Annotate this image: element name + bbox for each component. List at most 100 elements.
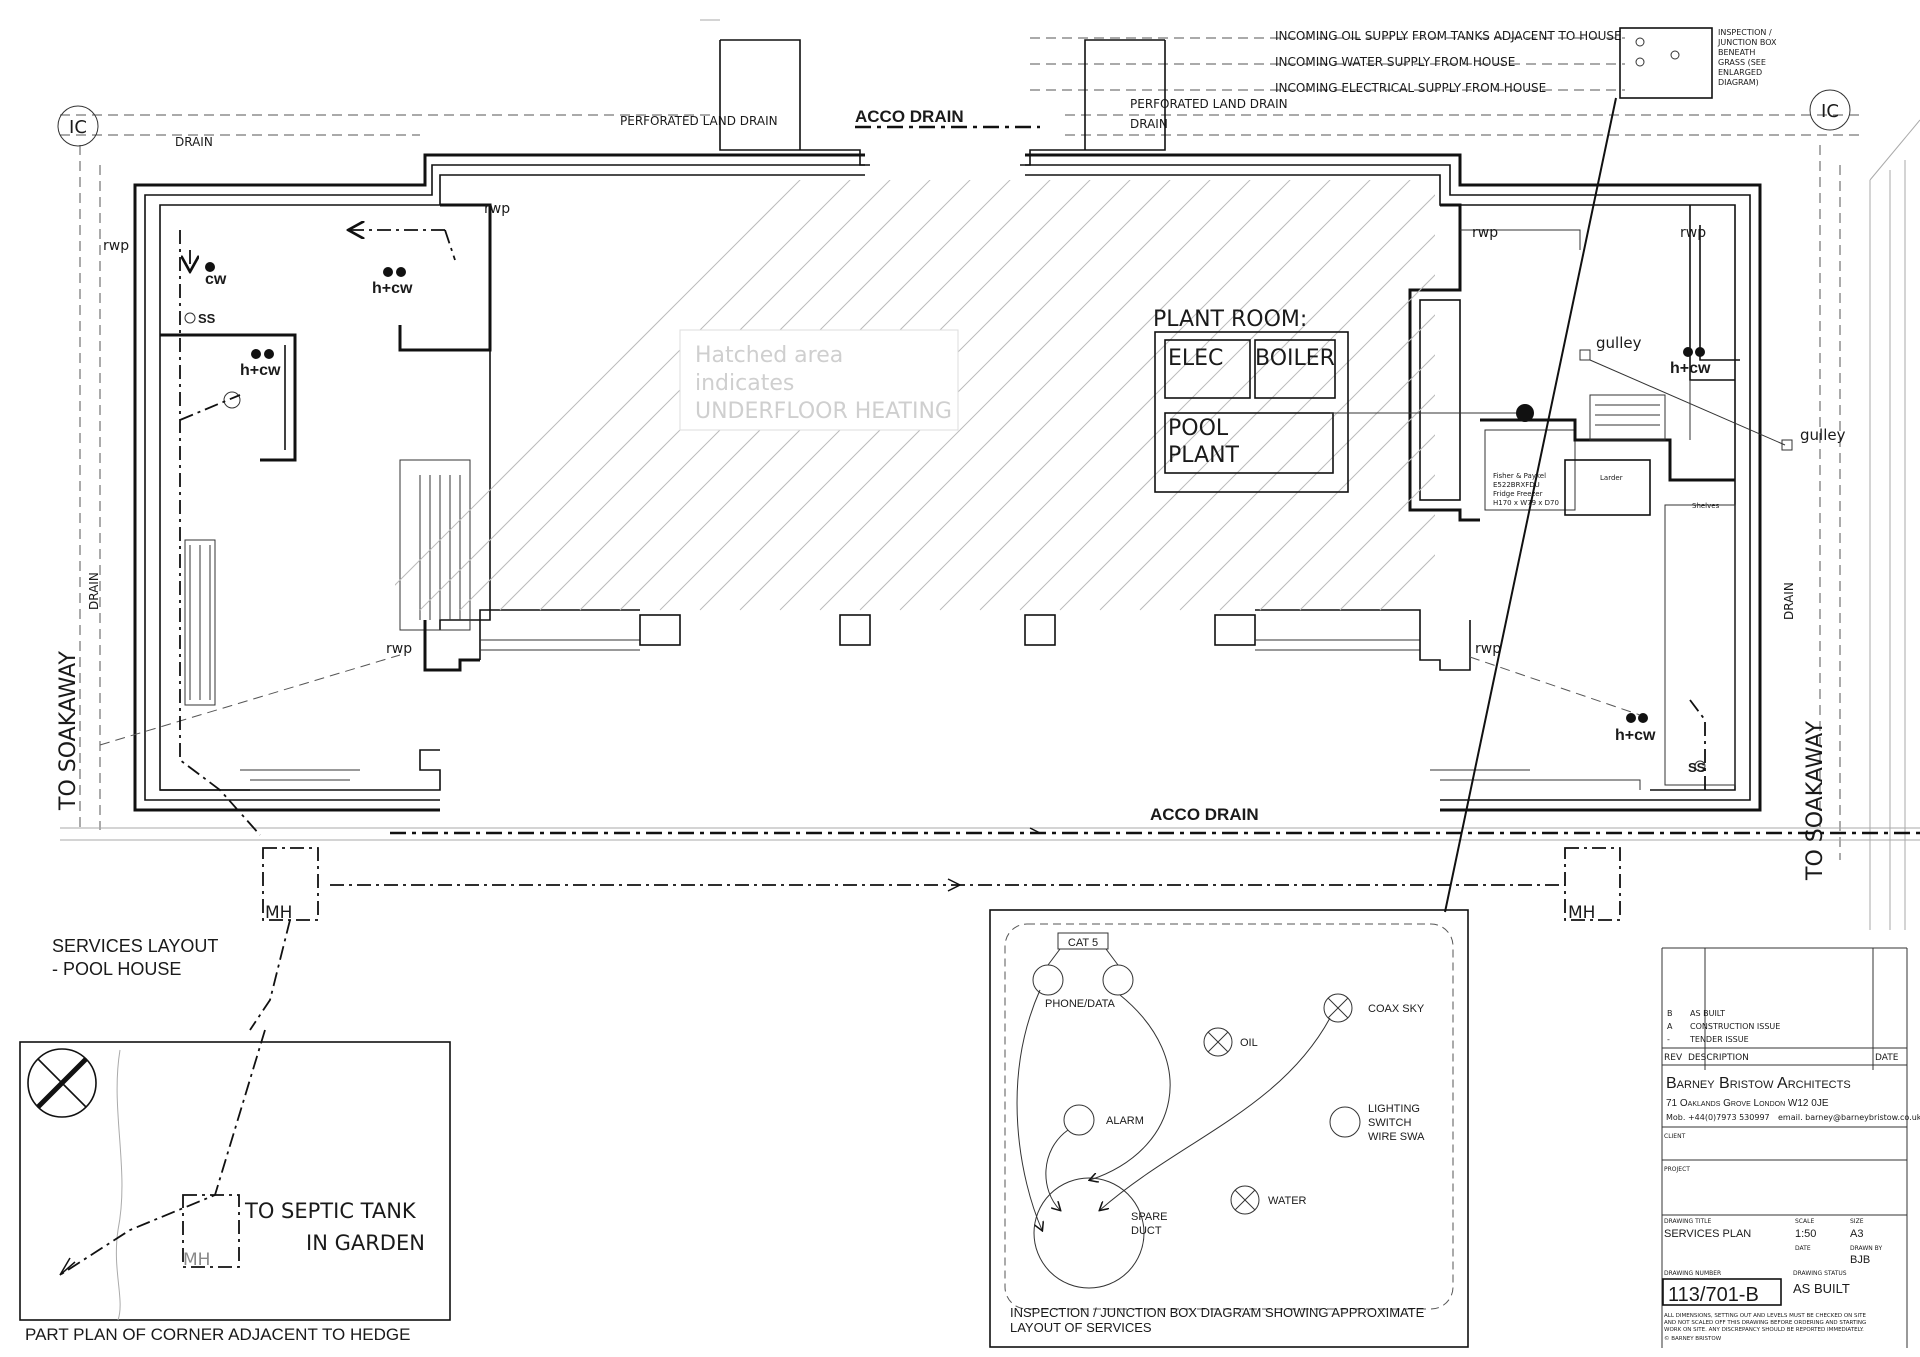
svg-text:A: A xyxy=(1667,1022,1673,1031)
svg-text:DRAWING TITLE: DRAWING TITLE xyxy=(1664,1218,1712,1225)
perforated-drain-label-left: PERFORATED LAND DRAIN xyxy=(620,114,778,128)
electric-supply-note: INCOMING ELECTRICAL SUPPLY FROM HOUSE xyxy=(1275,81,1546,95)
acco-drain-label-top: ACCO DRAIN xyxy=(855,107,964,126)
svg-text:PLANT ROOM:: PLANT ROOM: xyxy=(1153,307,1307,332)
services-layout-title-1: SERVICES LAYOUT xyxy=(52,936,218,956)
svg-text:INSPECTION / JUNCTION BOX DIAG: INSPECTION / JUNCTION BOX DIAGRAM SHOWIN… xyxy=(1010,1305,1425,1320)
gulleys: gulley gulley xyxy=(1579,334,1846,451)
drain-label-top-right: DRAIN xyxy=(1130,117,1168,131)
plant-room: PLANT ROOM: ELEC BOILER POOL PLANT xyxy=(1153,307,1534,493)
svg-text:SCALE: SCALE xyxy=(1795,1218,1814,1225)
svg-text:COAX SKY: COAX SKY xyxy=(1368,1003,1425,1015)
perforated-drain-label-right: PERFORATED LAND DRAIN xyxy=(1130,97,1288,111)
svg-text:DUCT: DUCT xyxy=(1131,1225,1162,1237)
svg-text:ENLARGED: ENLARGED xyxy=(1718,68,1762,77)
svg-text:DESCRIPTION: DESCRIPTION xyxy=(1688,1053,1749,1063)
svg-text:DRAWN BY: DRAWN BY xyxy=(1850,1245,1882,1252)
svg-text:DIAGRAM): DIAGRAM) xyxy=(1718,78,1759,87)
to-soakaway-left: TO SOAKAWAY xyxy=(56,651,81,811)
svg-text:PHONE/DATA: PHONE/DATA xyxy=(1045,998,1116,1010)
drain-label-right: DRAIN xyxy=(1782,582,1796,620)
svg-text:ACCO DRAIN: ACCO DRAIN xyxy=(1150,805,1259,824)
svg-text:MH: MH xyxy=(265,903,292,923)
svg-text:h+cw: h+cw xyxy=(240,362,281,379)
svg-text:CONSTRUCTION ISSUE: CONSTRUCTION ISSUE xyxy=(1690,1022,1780,1031)
svg-text:BJB: BJB xyxy=(1850,1254,1870,1266)
svg-text:WATER: WATER xyxy=(1268,1195,1307,1207)
svg-text:WORK ON SITE. ANY DISCREPANCY: WORK ON SITE. ANY DISCREPANCY SHOULD BE … xyxy=(1664,1327,1864,1333)
svg-text:Fridge Freezer: Fridge Freezer xyxy=(1493,490,1543,498)
svg-text:BOILER: BOILER xyxy=(1255,346,1335,371)
svg-text:A3: A3 xyxy=(1850,1228,1863,1240)
services-layout-title-2: - POOL HOUSE xyxy=(52,959,181,979)
svg-text:SS: SS xyxy=(198,311,216,326)
svg-text:BENEATH: BENEATH xyxy=(1718,48,1755,57)
svg-text:E522BRXFDU: E522BRXFDU xyxy=(1493,481,1540,489)
svg-text:MH: MH xyxy=(1568,903,1595,923)
svg-text:cw: cw xyxy=(205,271,227,288)
drain-label-top-left: DRAIN xyxy=(175,135,213,149)
svg-text:AS BUILT: AS BUILT xyxy=(1793,1281,1850,1296)
svg-text:Shelves: Shelves xyxy=(1692,502,1720,510)
svg-text:Fisher & Paykel: Fisher & Paykel xyxy=(1493,472,1546,480)
svg-text:B: B xyxy=(1667,1009,1673,1018)
svg-text:IC: IC xyxy=(69,117,87,138)
svg-text:OIL: OIL xyxy=(1240,1037,1258,1049)
svg-text:DRAWING STATUS: DRAWING STATUS xyxy=(1793,1270,1847,1277)
svg-text:gulley: gulley xyxy=(1596,334,1642,352)
svg-text:AND NOT SCALED OFF THIS DRAWIN: AND NOT SCALED OFF THIS DRAWING BEFORE O… xyxy=(1664,1320,1866,1326)
services-labels: cw h+cw h+cw h+cw h+cw SS SS xyxy=(184,262,1711,775)
svg-text:rwp: rwp xyxy=(1472,225,1498,241)
svg-text:WIRE SWA: WIRE SWA xyxy=(1368,1131,1425,1143)
acco-drain-bottom: ACCO DRAIN xyxy=(390,805,1920,835)
svg-text:71 Oaklands Grove London W12: 71 Oaklands Grove London W12 0JE xyxy=(1666,1098,1829,1109)
svg-text:rwp: rwp xyxy=(1680,225,1706,241)
svg-text:TO SEPTIC TANK: TO SEPTIC TANK xyxy=(244,1199,417,1223)
svg-text:113/701-B: 113/701-B xyxy=(1668,1284,1759,1306)
svg-text:DRAWING NUMBER: DRAWING NUMBER xyxy=(1664,1270,1721,1277)
water-supply-note: INCOMING WATER SUPPLY FROM HOUSE xyxy=(1275,55,1515,69)
svg-text:rwp: rwp xyxy=(386,641,412,657)
svg-text:Mob. +44(0)7973 530997: Mob. +44(0)7973 530997 xyxy=(1666,1113,1770,1122)
callout-leader xyxy=(1444,97,1617,913)
inspection-box-marker: INSPECTION / JUNCTION BOX BENEATH GRASS … xyxy=(1619,27,1777,99)
svg-text:Barney Bristow Architects: Barney Bristow Architects xyxy=(1666,1075,1851,1092)
part-plan-title: PART PLAN OF CORNER ADJACENT TO HEDGE xyxy=(25,1325,410,1344)
top-entrance-piers xyxy=(719,39,1166,166)
svg-text:SS: SS xyxy=(1688,760,1706,775)
foul-drainage-runs xyxy=(179,230,1706,836)
manhole-right: MH xyxy=(1564,847,1621,923)
svg-text:GRASS (SEE: GRASS (SEE xyxy=(1718,58,1766,67)
svg-text:h+cw: h+cw xyxy=(372,280,413,297)
inspection-chamber-left: IC xyxy=(57,105,99,147)
svg-text:rwp: rwp xyxy=(103,238,129,254)
svg-text:JUNCTION BOX: JUNCTION BOX xyxy=(1717,38,1777,47)
svg-text:POOL: POOL xyxy=(1168,416,1229,441)
svg-text:ALL DIMENSIONS, SETTING OUT AN: ALL DIMENSIONS, SETTING OUT AND LEVELS M… xyxy=(1664,1313,1867,1319)
svg-text:SIZE: SIZE xyxy=(1850,1218,1864,1225)
svg-text:AS BUILT: AS BUILT xyxy=(1690,1009,1725,1018)
building-walls xyxy=(133,153,1762,812)
site-context-lines xyxy=(60,19,1920,930)
hatch-note: Hatched area indicates UNDERFLOOR HEATIN… xyxy=(679,329,959,431)
svg-text:indicates: indicates xyxy=(695,371,794,396)
svg-text:PROJECT: PROJECT xyxy=(1664,1166,1690,1173)
svg-text:© BARNEY BRISTOW: © BARNEY BRISTOW xyxy=(1664,1335,1722,1342)
svg-text:SPARE: SPARE xyxy=(1131,1211,1167,1223)
svg-text:1:50: 1:50 xyxy=(1795,1228,1816,1240)
junction-box-diagram: CAT 5 PHONE/DATA OIL COAX SKY ALARM LIGH… xyxy=(989,909,1469,1348)
svg-text:h+cw: h+cw xyxy=(1615,727,1656,744)
to-soakaway-right: TO SOAKAWAY xyxy=(1803,721,1828,881)
drain-to-manholes xyxy=(330,878,1565,892)
drain-label-left: DRAIN xyxy=(87,572,101,610)
svg-text:LIGHTING: LIGHTING xyxy=(1368,1103,1420,1115)
oil-supply-note: INCOMING OIL SUPPLY FROM TANKS ADJACENT … xyxy=(1275,29,1622,43)
svg-text:UNDERFLOOR HEATING: UNDERFLOOR HEATING xyxy=(695,399,952,424)
svg-text:rwp: rwp xyxy=(484,201,510,217)
drain-to-septic xyxy=(249,919,291,1031)
title-block: B AS BUILT A CONSTRUCTION ISSUE - TENDER… xyxy=(1661,947,1920,1348)
part-plan: MH TO SEPTIC TANK IN GARDEN xyxy=(19,1029,451,1321)
svg-text:email. barney@barneybristow.co: email. barney@barneybristow.co.uk xyxy=(1778,1113,1920,1122)
svg-text:INSPECTION /: INSPECTION / xyxy=(1718,28,1772,37)
